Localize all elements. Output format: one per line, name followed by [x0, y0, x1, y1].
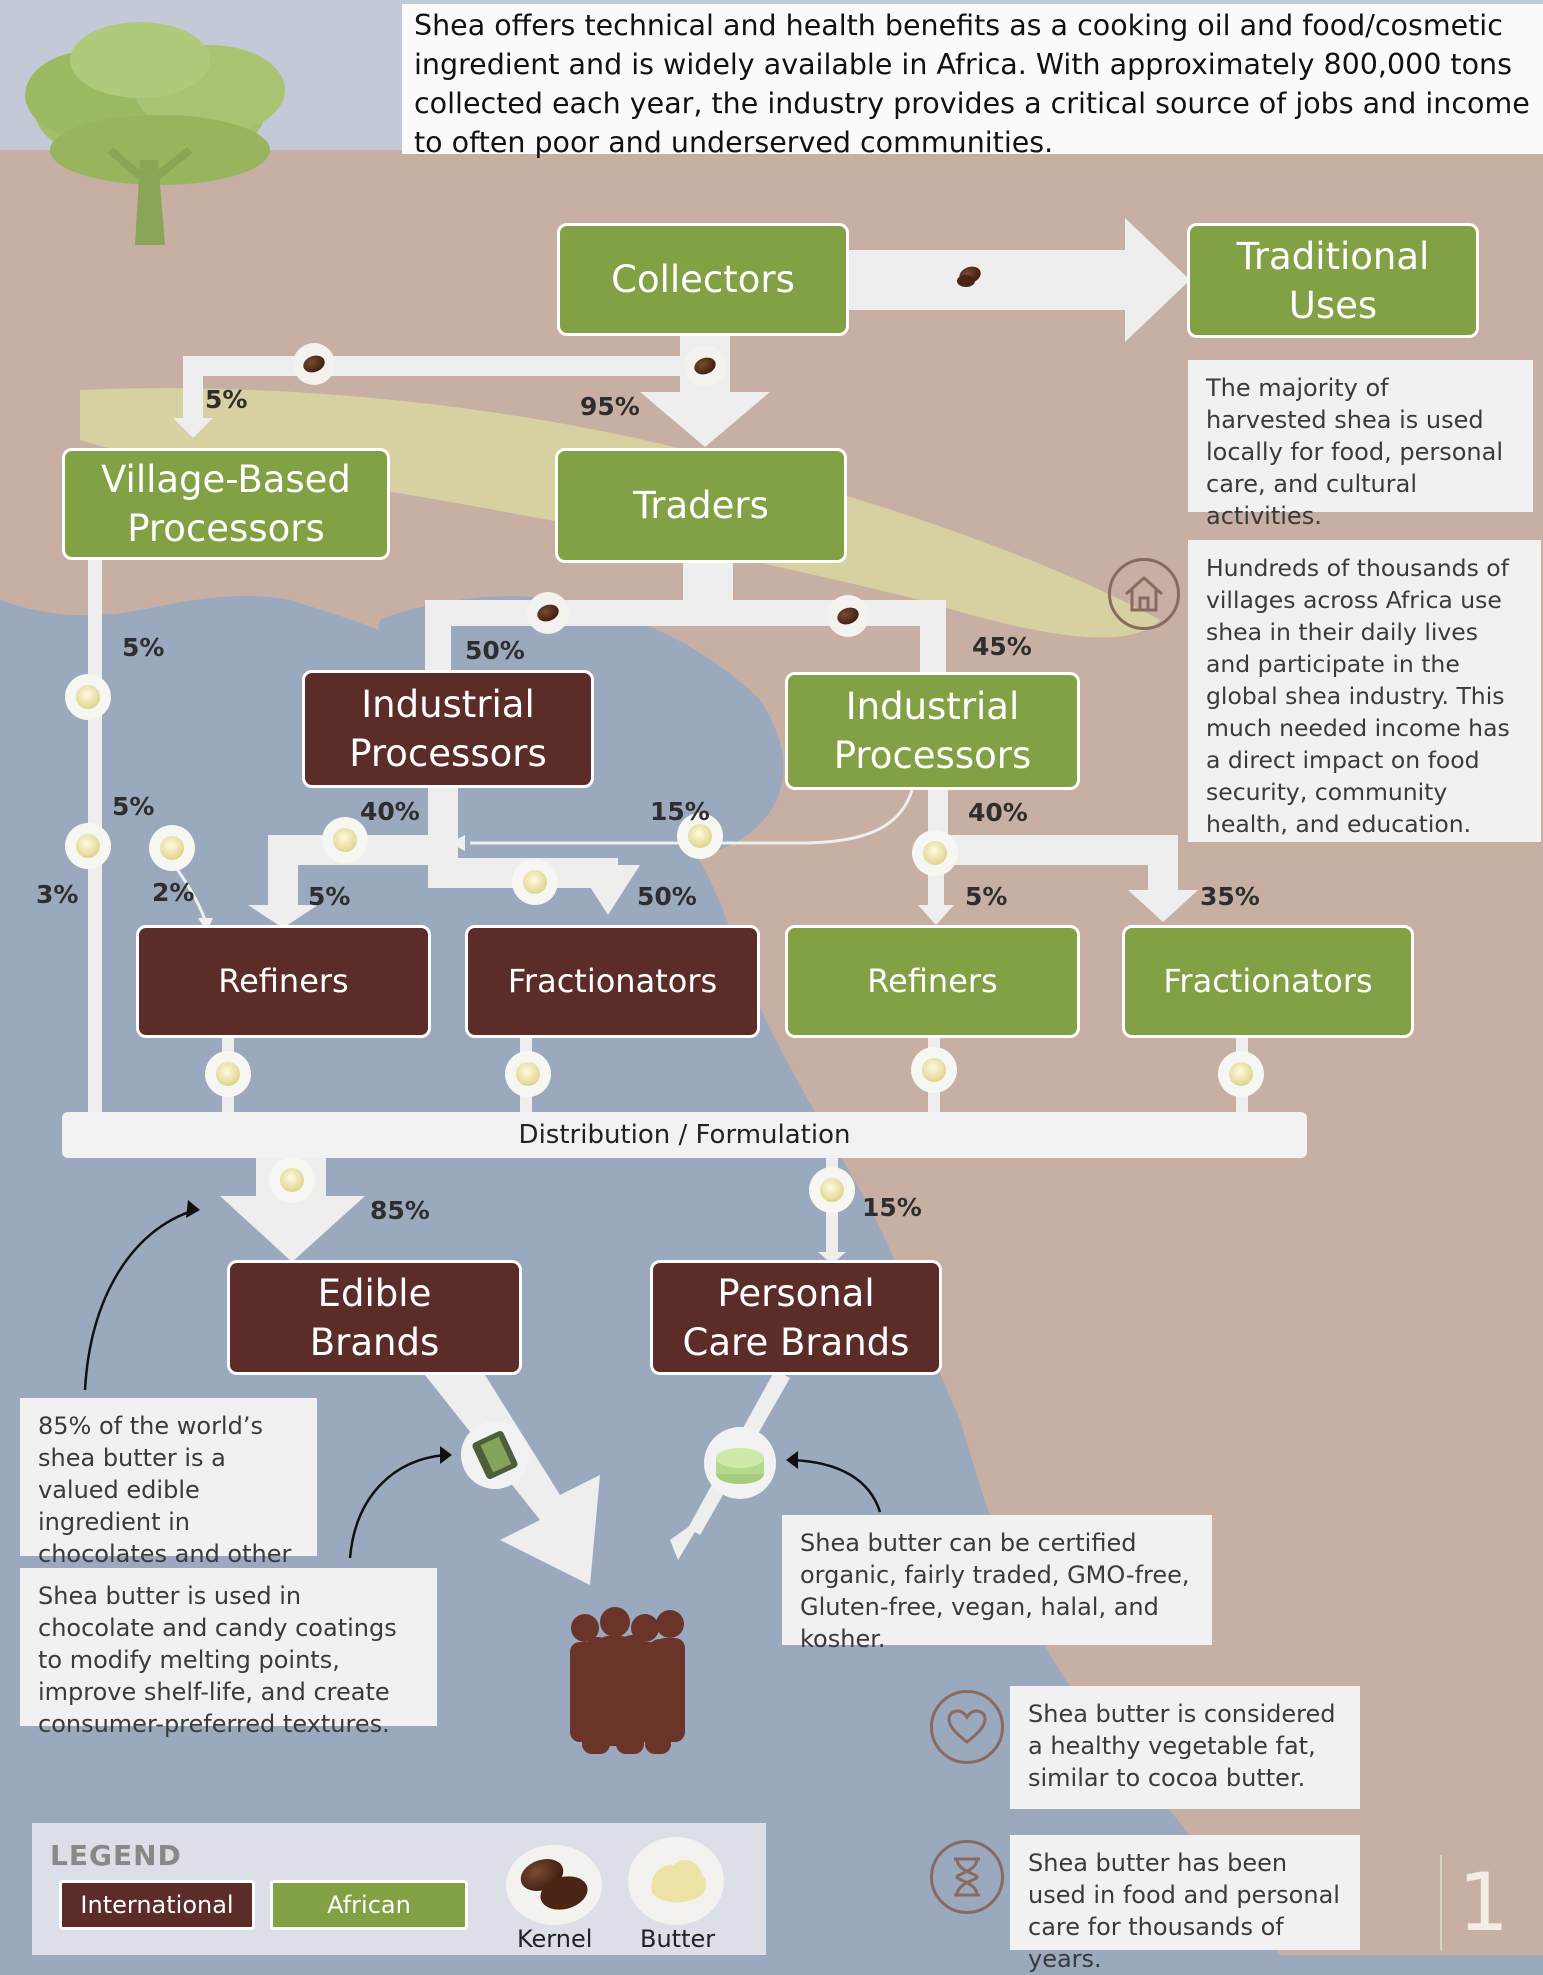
distribution-formulation-bar: Distribution / Formulation: [62, 1112, 1307, 1158]
flow-village-direct: 3%: [36, 880, 79, 909]
chocolate-icon: [461, 1421, 529, 1489]
shea-tree-icon: [25, 22, 285, 245]
intro-paragraph: Shea offers technical and health benefit…: [402, 4, 1543, 159]
fractionators-intl-node: Fractionators: [465, 925, 760, 1038]
note-villages: Hundreds of thousands of villages across…: [1188, 540, 1541, 842]
flow-to-traders: 95%: [580, 392, 640, 421]
legend-title: LEGEND: [50, 1839, 182, 1872]
flow-african-refiners-in: 5%: [965, 882, 1008, 911]
personal-care-brands-node: Personal Care Brands: [650, 1260, 942, 1375]
legend: LEGEND International African Kernel Butt…: [32, 1823, 766, 1955]
traders-node: Traders: [555, 448, 847, 563]
flow-village-down: 5%: [122, 633, 165, 662]
legend-african: African: [270, 1880, 468, 1930]
flow-african-to-fract: 40%: [968, 798, 1028, 827]
heart-icon: [930, 1690, 1004, 1764]
consumers-icon: [570, 1607, 685, 1754]
note-edible-share: 85% of the world’s shea butter is a valu…: [20, 1398, 317, 1600]
flow-african-to-intl: 15%: [650, 797, 710, 826]
flow-intl-fract-in: 50%: [637, 882, 697, 911]
flow-african-fract-in: 35%: [1200, 882, 1260, 911]
note-chocolate: Shea butter is used in chocolate and can…: [20, 1568, 437, 1738]
flow-to-edible: 85%: [370, 1196, 430, 1225]
note-history: Shea butter has been used in food and pe…: [1010, 1835, 1360, 1973]
hourglass-icon: [930, 1840, 1004, 1914]
flow-to-personal-care: 15%: [862, 1193, 922, 1222]
industrial-processors-african-node: Industrial Processors: [785, 672, 1080, 790]
edible-brands-node: Edible Brands: [227, 1260, 522, 1375]
house-icon: [1108, 558, 1180, 630]
legend-butter-label: Butter: [640, 1925, 716, 1953]
butter-markers: [65, 674, 1264, 1213]
butter-icon: [628, 1837, 724, 1925]
flow-village-split: 5%: [112, 792, 155, 821]
kernel-markers: [293, 266, 981, 637]
note-certified: Shea butter can be certified organic, fa…: [782, 1515, 1212, 1653]
flow-intl-to-refiners: 40%: [360, 797, 420, 826]
flow-to-village: 5%: [205, 385, 248, 414]
legend-international: International: [59, 1880, 255, 1930]
fractionators-african-node: Fractionators: [1122, 925, 1414, 1038]
note-healthy: Shea butter is considered a healthy vege…: [1010, 1686, 1360, 1809]
note-traditional: The majority of harvested shea is used l…: [1188, 360, 1533, 530]
flow-village-to-refiners: 2%: [152, 878, 195, 907]
collectors-node: Collectors: [557, 223, 849, 336]
traditional-uses-node: Traditional Uses: [1187, 223, 1479, 338]
flow-to-industrial-intl: 50%: [465, 636, 525, 665]
legend-kernel-label: Kernel: [517, 1925, 593, 1953]
cosmetic-jar-icon: [704, 1427, 776, 1499]
flow-to-industrial-african: 45%: [972, 632, 1032, 661]
village-processors-node: Village-Based Processors: [62, 448, 390, 560]
flow-intl-refiners-in: 5%: [308, 882, 351, 911]
kernel-icon: [506, 1845, 602, 1925]
refiners-african-node: Refiners: [785, 925, 1080, 1038]
refiners-intl-node: Refiners: [136, 925, 431, 1038]
page-number: 1: [1440, 1855, 1538, 1950]
industrial-processors-intl-node: Industrial Processors: [302, 670, 594, 788]
